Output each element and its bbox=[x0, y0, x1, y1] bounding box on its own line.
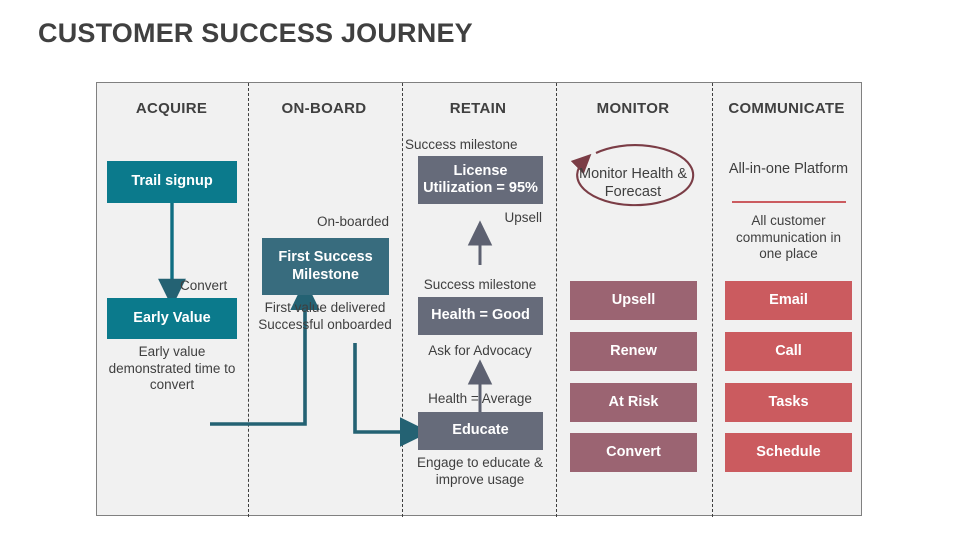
column-header-acquire: ACQUIRE bbox=[135, 100, 208, 117]
column-header-monitor: MONITOR bbox=[596, 100, 670, 117]
communicate-subtext: All customer communication in one place bbox=[735, 213, 842, 262]
label-ask-for-advocacy: Ask for Advocacy bbox=[428, 343, 532, 358]
box-trial-signup[interactable]: Trail signup bbox=[107, 161, 237, 203]
box-communicate-schedule[interactable]: Schedule bbox=[725, 433, 852, 472]
box-monitor-at-risk[interactable]: At Risk bbox=[570, 383, 697, 422]
caption-educate: Engage to educate & improve usage bbox=[416, 455, 544, 487]
column-divider-3 bbox=[556, 83, 557, 517]
box-monitor-convert[interactable]: Convert bbox=[570, 433, 697, 472]
communicate-headline: All-in-one Platform bbox=[728, 161, 849, 177]
column-header-retain: RETAIN bbox=[449, 100, 507, 117]
label-monitor-health-forecast: Monitor Health & Forecast bbox=[579, 166, 687, 200]
box-monitor-renew[interactable]: Renew bbox=[570, 332, 697, 371]
box-communicate-tasks[interactable]: Tasks bbox=[725, 383, 852, 422]
box-communicate-call[interactable]: Call bbox=[725, 332, 852, 371]
column-header-communicate: COMMUNICATE bbox=[728, 100, 845, 117]
box-early-value[interactable]: Early Value bbox=[107, 298, 237, 339]
box-health-good[interactable]: Health = Good bbox=[418, 297, 543, 335]
caption-onboarded: On-boarded bbox=[316, 214, 389, 229]
column-header-onboard: ON-BOARD bbox=[281, 100, 367, 117]
caption-first-value-delivered: First value delivered Successful onboard… bbox=[258, 300, 392, 332]
caption-license-success-milestone: Success milestone bbox=[405, 137, 518, 152]
label-health-average: Health = Average bbox=[428, 391, 532, 406]
label-convert-arrow: Convert bbox=[180, 278, 228, 293]
page-title: CUSTOMER SUCCESS JOURNEY bbox=[38, 18, 473, 48]
column-divider-1 bbox=[248, 83, 249, 517]
label-upsell-arrow: Upsell bbox=[504, 210, 542, 225]
box-communicate-email[interactable]: Email bbox=[725, 281, 852, 320]
caption-health-success-milestone: Success milestone bbox=[423, 277, 537, 292]
caption-early-value: Early value demonstrated time to convert bbox=[108, 344, 236, 393]
box-monitor-upsell[interactable]: Upsell bbox=[570, 281, 697, 320]
box-first-success-milestone[interactable]: First Success Milestone bbox=[262, 238, 389, 295]
box-educate[interactable]: Educate bbox=[418, 412, 543, 450]
box-license-utilization[interactable]: License Utilization = 95% bbox=[418, 156, 543, 204]
communicate-headline-rule bbox=[732, 201, 846, 203]
column-divider-4 bbox=[712, 83, 713, 517]
column-divider-2 bbox=[402, 83, 403, 517]
